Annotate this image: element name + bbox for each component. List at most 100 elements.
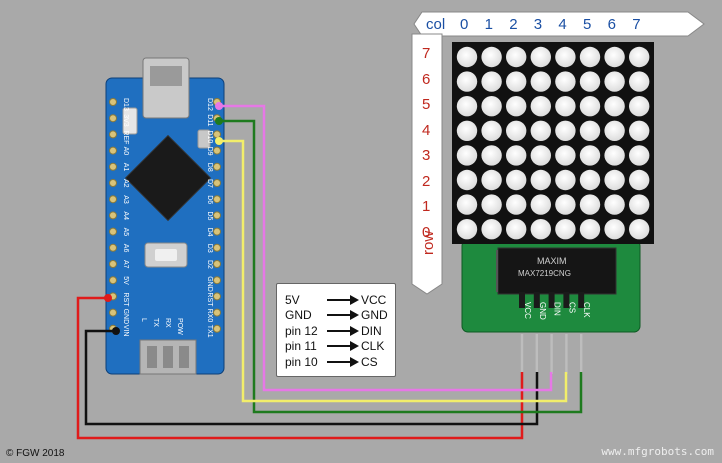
led-dot bbox=[629, 71, 650, 92]
board-label: L bbox=[140, 318, 147, 322]
pin-pad bbox=[109, 260, 117, 268]
led-dot bbox=[579, 46, 601, 68]
pin-pad bbox=[213, 308, 221, 317]
led-dot bbox=[506, 46, 527, 68]
led-dot bbox=[456, 46, 478, 68]
chip-brand: MAXIM bbox=[537, 256, 567, 266]
row-label: row bbox=[420, 230, 437, 255]
arduino-pin-label: A5 bbox=[122, 228, 129, 237]
pin-pad bbox=[213, 227, 221, 236]
led-dot bbox=[530, 120, 551, 141]
arduino-pin-label: A0 bbox=[122, 147, 129, 156]
pin-pad bbox=[213, 292, 221, 301]
pin-header bbox=[548, 292, 555, 308]
arduino-pin-label: D7 bbox=[206, 179, 213, 188]
col-number: 4 bbox=[558, 16, 567, 33]
led-dot bbox=[481, 169, 502, 191]
pin-leg bbox=[565, 334, 568, 374]
gnd-dot bbox=[112, 327, 120, 335]
led-dot bbox=[456, 145, 478, 166]
cs-dot bbox=[215, 137, 223, 145]
led-dot bbox=[579, 96, 601, 117]
led-dot bbox=[506, 96, 527, 117]
legend-to: GND bbox=[361, 308, 388, 323]
pin-pad bbox=[109, 114, 117, 123]
led-dot bbox=[579, 169, 601, 191]
led-dot bbox=[604, 219, 625, 240]
led-dot bbox=[456, 169, 478, 191]
pin-pad bbox=[213, 243, 221, 252]
row-number: 2 bbox=[422, 172, 431, 190]
led-dot bbox=[604, 96, 625, 117]
led-dot bbox=[506, 169, 527, 191]
pin-header bbox=[519, 292, 525, 308]
led-dot bbox=[481, 71, 502, 92]
led-dot bbox=[555, 169, 576, 191]
pin-leg bbox=[550, 334, 553, 374]
arduino-pin-label: D9 bbox=[206, 147, 213, 156]
led-dot bbox=[555, 46, 576, 68]
arduino-pin-label: D6 bbox=[206, 195, 213, 204]
led-dot bbox=[629, 194, 650, 215]
legend-from: pin 11 bbox=[285, 339, 317, 354]
wire-gnd bbox=[84, 329, 539, 426]
module-pin-label: VCC bbox=[523, 302, 532, 319]
arduino-pin-label: A2 bbox=[122, 179, 129, 188]
pin-pad bbox=[109, 179, 117, 187]
led-dot bbox=[579, 71, 601, 92]
led-dot bbox=[481, 120, 502, 141]
pin-pad bbox=[109, 195, 117, 204]
led-dot bbox=[555, 219, 576, 240]
clk-dot bbox=[215, 117, 223, 125]
led-dot bbox=[506, 145, 527, 166]
led-dot bbox=[629, 120, 650, 141]
led-dot bbox=[506, 219, 527, 240]
board-label: POW bbox=[176, 318, 183, 335]
led-dot bbox=[555, 71, 576, 92]
pin-pad bbox=[213, 146, 221, 155]
led-dot bbox=[555, 120, 576, 141]
led-dot bbox=[629, 169, 650, 191]
arrow-icon bbox=[325, 356, 359, 367]
wire-vcc bbox=[76, 296, 524, 440]
legend-to: DIN bbox=[361, 323, 382, 338]
arduino-pin-label: 3V3 bbox=[122, 114, 129, 127]
wire-clk bbox=[219, 119, 583, 414]
pin-pad bbox=[213, 276, 221, 285]
arduino-pin-label: A6 bbox=[122, 244, 129, 253]
led-dot bbox=[604, 120, 625, 141]
arduino-pin-label: A1 bbox=[122, 163, 129, 172]
arduino-pin-label: D4 bbox=[206, 228, 213, 237]
arduino-pin-label: D11 bbox=[206, 114, 213, 126]
wire-din bbox=[219, 104, 553, 392]
row-number: 6 bbox=[422, 70, 431, 88]
pin-pad bbox=[213, 179, 221, 187]
pin-pad bbox=[213, 162, 221, 171]
legend-from: pin 12 bbox=[285, 323, 318, 338]
arduino-pin-label: GND bbox=[206, 276, 213, 292]
arduino-pin-label: A3 bbox=[122, 195, 129, 204]
led-dot bbox=[555, 96, 576, 117]
pin-pad bbox=[109, 146, 117, 155]
led-dot bbox=[530, 145, 551, 166]
module-pin-label: GND bbox=[538, 302, 547, 320]
arduino-pin-label: VIN bbox=[122, 325, 129, 337]
column-banner bbox=[413, 11, 705, 37]
pin-pad bbox=[213, 260, 221, 268]
led-dot bbox=[629, 96, 650, 117]
legend-from: 5V bbox=[285, 292, 300, 307]
pin-pad bbox=[213, 130, 221, 139]
col-number: 6 bbox=[607, 16, 616, 33]
legend-from: GND bbox=[285, 308, 312, 323]
led-dot bbox=[506, 120, 527, 141]
led-dot bbox=[604, 145, 625, 166]
led-dot bbox=[456, 219, 478, 240]
led-dot bbox=[604, 194, 625, 215]
pin-header bbox=[563, 292, 570, 308]
led-dot bbox=[506, 194, 527, 215]
